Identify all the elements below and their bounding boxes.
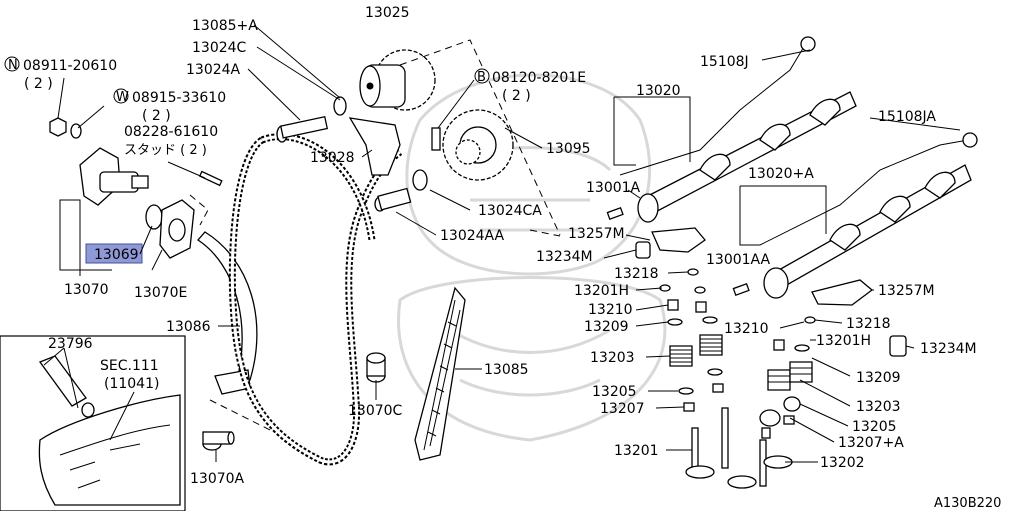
label-13085[interactable]: 13085: [484, 362, 529, 378]
camshaft-13020a: [763, 164, 972, 299]
bolt-13024aa: [374, 187, 412, 212]
leader-lines: [43, 24, 961, 463]
label-13024a[interactable]: 13024A: [186, 62, 241, 78]
label-13201[interactable]: 13201: [614, 443, 659, 459]
label-13207-left[interactable]: 13207: [600, 401, 645, 417]
label-15108ja[interactable]: 15108JA: [878, 109, 936, 125]
diagram-id: A130B220: [934, 496, 1001, 511]
chain-guide-13086: [197, 231, 258, 385]
label-13070e[interactable]: 13070E: [134, 285, 187, 301]
tensioner-assembly: [49, 117, 223, 259]
valve-train-left: [659, 268, 715, 479]
valve-train-right: [759, 316, 816, 487]
label-13095[interactable]: 13095: [546, 141, 591, 157]
camshaft-13020: [637, 91, 857, 223]
rocker-13257m-right: [811, 279, 874, 306]
label-13234m-right[interactable]: 13234M: [920, 341, 977, 357]
rocker-13257m-left: [651, 227, 706, 253]
label-13070[interactable]: 13070: [64, 282, 109, 298]
label-13001aa[interactable]: 13001AA: [706, 252, 771, 268]
label-13210-left[interactable]: 13210: [588, 302, 633, 318]
label-13020[interactable]: 13020: [636, 83, 681, 99]
label-13209-left[interactable]: 13209: [584, 319, 629, 335]
slack-guide-13085: [414, 286, 466, 461]
label-08911-qty: ( 2 ): [24, 76, 53, 92]
label-13218-right[interactable]: 13218: [846, 316, 891, 332]
label-13218-left[interactable]: 13218: [614, 266, 659, 282]
label-13001a[interactable]: 13001A: [586, 180, 641, 196]
label-23796[interactable]: 23796: [48, 336, 93, 352]
label-08120-qty: ( 2 ): [502, 88, 531, 104]
label-13028[interactable]: 13028: [310, 150, 355, 166]
valve-train-middle: [694, 286, 757, 489]
label-sec111[interactable]: SEC.111: [100, 358, 159, 374]
label-13202[interactable]: 13202: [820, 455, 865, 471]
label-13210-right[interactable]: 13210: [724, 321, 769, 337]
label-13201h-left[interactable]: 13201H: [574, 283, 629, 299]
badge-n: N: [8, 58, 18, 73]
label-13070a[interactable]: 13070A: [190, 471, 245, 487]
label-13209-right[interactable]: 13209: [856, 370, 901, 386]
label-13203-right[interactable]: 13203: [856, 399, 901, 415]
label-11041: (11041): [104, 376, 159, 392]
badge-w: W: [116, 90, 129, 105]
label-13070c[interactable]: 13070C: [348, 403, 403, 419]
label-13201h-right[interactable]: 13201H: [816, 333, 871, 349]
label-13024aa[interactable]: 13024AA: [440, 228, 505, 244]
label-13207a[interactable]: 13207+A: [838, 435, 904, 451]
oil-pipe-15108ja: [759, 139, 969, 246]
label-13020a[interactable]: 13020+A: [748, 166, 814, 182]
label-08911[interactable]: 08911-20610: [23, 58, 117, 74]
label-13205-right[interactable]: 13205: [852, 419, 897, 435]
label-13025[interactable]: 13025: [365, 5, 410, 21]
label-15108j[interactable]: 15108J: [700, 54, 749, 70]
badge-b: B: [477, 70, 486, 85]
timing-chain-13024: [228, 133, 403, 466]
label-13257m-right[interactable]: 13257M: [878, 283, 935, 299]
highlight-13069[interactable]: [85, 243, 143, 264]
label-13069[interactable]: 13069: [94, 247, 139, 263]
bolt-13070a: [202, 431, 235, 451]
label-08228[interactable]: 08228-61610: [124, 124, 218, 140]
label-13024ca[interactable]: 13024CA: [478, 203, 542, 219]
label-13234m-left[interactable]: 13234M: [536, 249, 593, 265]
label-13257m-left[interactable]: 13257M: [568, 226, 625, 242]
label-13086[interactable]: 13086: [166, 319, 211, 335]
label-08120[interactable]: 08120-8201E: [492, 70, 586, 86]
label-13205-left[interactable]: 13205: [592, 384, 637, 400]
bolt-13070c: [366, 352, 386, 383]
sprocket-13095: [442, 109, 514, 181]
label-13085a[interactable]: 13085+A: [192, 18, 258, 34]
callout-labels: 13025 13085+A 13024C 13024A 08911-20610 …: [23, 5, 1001, 511]
bolt-13024a: [276, 116, 329, 143]
label-13024c[interactable]: 13024C: [192, 40, 247, 56]
label-08915[interactable]: 08915-33610: [132, 90, 226, 106]
plate-13028: [348, 117, 401, 176]
oil-pipe-15108j: [619, 44, 806, 176]
label-13203-left[interactable]: 13203: [590, 350, 635, 366]
label-08228-sub: スタッド ( 2 ): [124, 143, 207, 158]
cam-sprocket-13025: [359, 49, 436, 111]
label-08915-qty: ( 2 ): [142, 108, 171, 124]
